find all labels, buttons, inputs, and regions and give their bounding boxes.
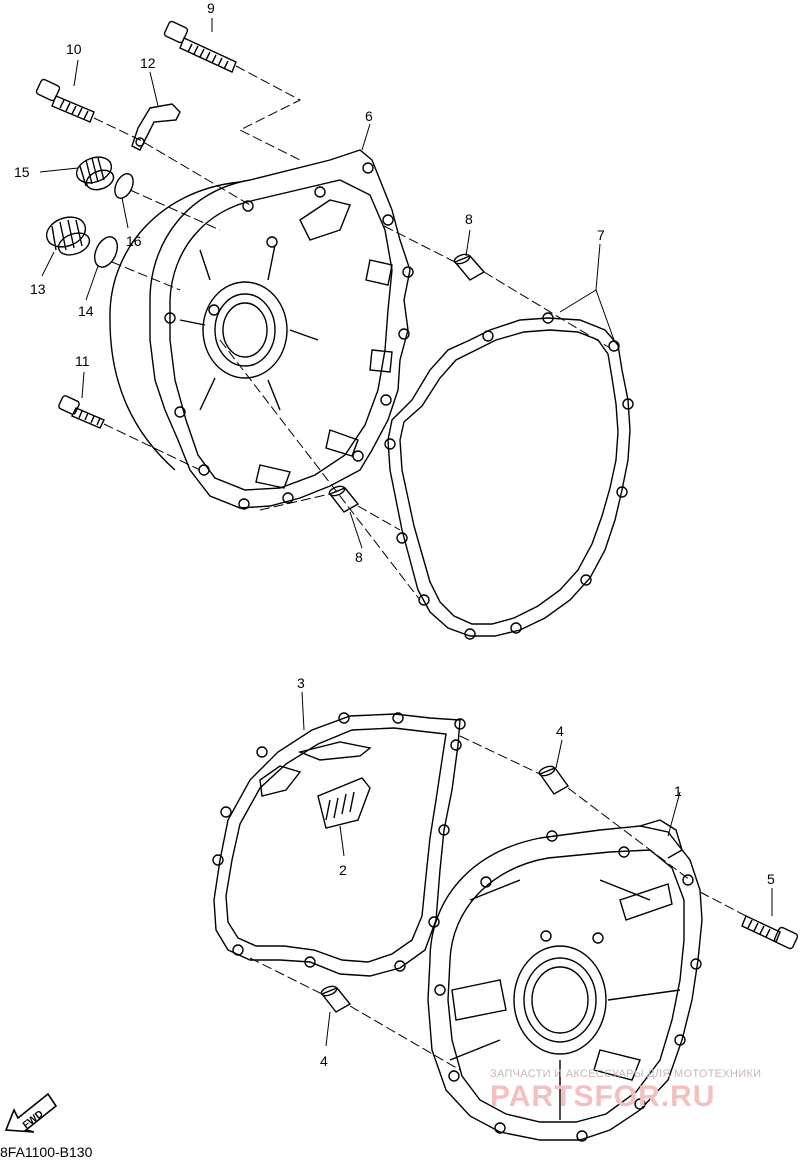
part-label-8b: 8 [355, 549, 363, 565]
part-label-6: 6 [365, 108, 373, 124]
part-label-16: 16 [126, 233, 142, 249]
crankcase-cover-6 [109, 149, 414, 510]
part-label-2: 2 [339, 862, 347, 878]
plate-2 [317, 777, 371, 829]
bolt-9 [163, 20, 237, 73]
part-label-5: 5 [767, 871, 775, 887]
plug-15 [75, 156, 115, 191]
part-label-15: 15 [14, 164, 30, 180]
part-label-13: 13 [30, 281, 46, 297]
lower-label-leaders [301, 691, 773, 1047]
gasket-3 [212, 712, 466, 977]
fwd-arrow-icon: FWD [4, 1092, 58, 1133]
dowel-8-upper [453, 253, 486, 281]
part-label-11: 11 [75, 353, 90, 369]
part-label-3: 3 [297, 675, 305, 691]
gasket-7 [384, 312, 634, 640]
bolt-11 [58, 395, 105, 429]
dowel-4-lower [320, 985, 352, 1013]
part-label-14: 14 [78, 303, 94, 319]
part-label-4b: 4 [320, 1053, 328, 1069]
bolt-10 [35, 78, 95, 123]
part-label-8a: 8 [465, 211, 473, 227]
part-label-1: 1 [674, 783, 682, 799]
part-label-9: 9 [207, 0, 215, 16]
part-label-4a: 4 [556, 723, 564, 739]
o-ring-16 [114, 173, 134, 199]
bracket-12 [131, 103, 181, 151]
o-ring-14 [93, 236, 119, 268]
dowel-8-lower [328, 485, 360, 513]
part-label-7: 7 [597, 227, 605, 243]
upper-label-leaders [39, 18, 615, 549]
part-label-12: 12 [140, 55, 156, 71]
upper-leader-lines [93, 65, 611, 601]
plug-13 [45, 216, 91, 256]
diagram-reference-code: 8FA1100-B130 [0, 1144, 93, 1160]
watermark-tagline: ЗАПЧАСТИ И АКСЕССУАРЫ ДЛЯ МОТОТЕХНИКИ [490, 1068, 762, 1080]
lower-leader-lines [249, 735, 747, 1071]
dowel-4-upper [538, 765, 570, 795]
part-label-10: 10 [66, 41, 82, 57]
crankcase-cover-1 [427, 819, 703, 1142]
bolt-5 [741, 915, 799, 950]
watermark-brand: PARTSFOR.RU [490, 1080, 716, 1113]
